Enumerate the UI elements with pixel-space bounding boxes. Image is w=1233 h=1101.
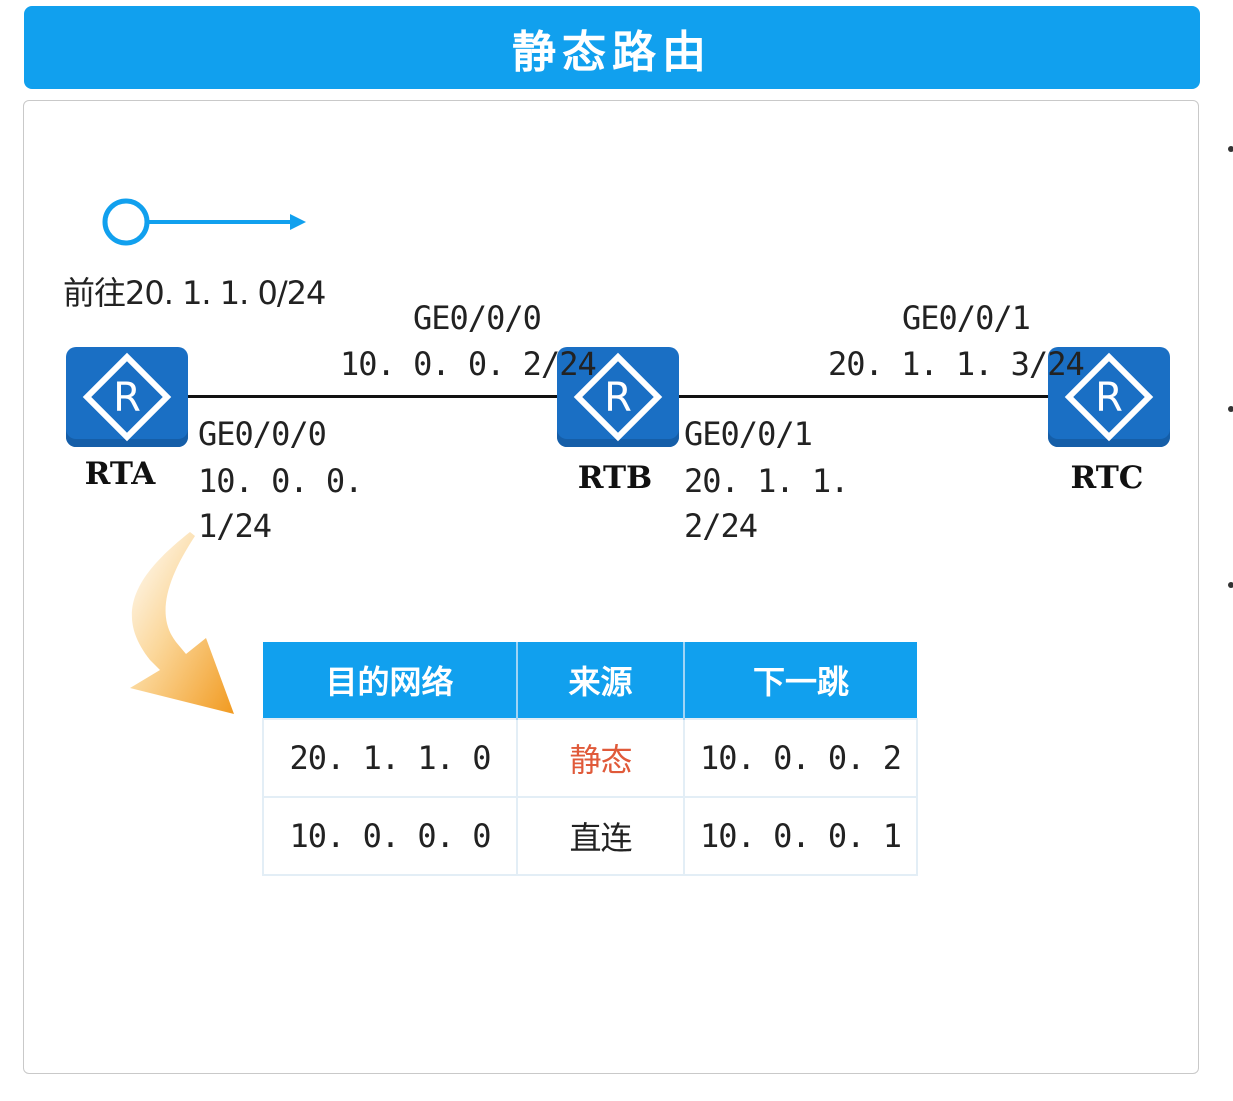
route-direction-icon	[102, 198, 306, 246]
router-name-rtc: RTC	[1070, 460, 1144, 496]
bullet-dot	[1228, 582, 1233, 588]
router-rtb[interactable]: R	[557, 347, 679, 447]
rtb-right-port-label: GE0/0/1	[684, 415, 813, 453]
rtb-left-ip-label: 10. 0. 0. 2/24	[340, 345, 597, 383]
rtb-right-ip-label: 20. 1. 1. 2/24	[684, 462, 849, 545]
header-destination: 目的网络	[263, 642, 518, 719]
link-rtb-rtc	[678, 395, 1050, 398]
router-icon: R	[82, 352, 172, 442]
diagram-panel	[23, 100, 1199, 1074]
cell-source: 直连	[516, 796, 685, 876]
bullet-dot	[1228, 406, 1233, 412]
router-name-rta: RTA	[84, 456, 156, 492]
header-source: 来源	[517, 642, 685, 719]
table-row: 10. 0. 0. 0 直连 10. 0. 0. 1	[262, 796, 918, 876]
cell-next-hop: 10. 0. 0. 2	[683, 718, 918, 798]
rta-ip-label: 10. 0. 0. 1/24	[198, 462, 363, 545]
router-icon: R	[1064, 352, 1154, 442]
rtb-left-port-label: GE0/0/0	[413, 299, 542, 337]
rtc-ip-label: 20. 1. 1. 3/24	[828, 345, 1085, 383]
table-row: 20. 1. 1. 0 静态 10. 0. 0. 2	[262, 718, 918, 798]
router-rta[interactable]: R	[66, 347, 188, 447]
router-rtc[interactable]: R	[1048, 347, 1170, 447]
link-rta-rtb	[188, 395, 560, 398]
router-icon: R	[573, 352, 663, 442]
curved-arrow-icon	[130, 532, 234, 714]
cell-source: 静态	[516, 718, 685, 798]
page-title: 静态路由	[512, 26, 712, 78]
legend-text: 前往20. 1. 1. 0/24	[63, 274, 326, 312]
table-header-row: 目的网络 来源 下一跳	[263, 642, 917, 719]
cell-next-hop: 10. 0. 0. 1	[683, 796, 918, 876]
header-next-hop: 下一跳	[684, 642, 917, 719]
svg-text:R: R	[604, 375, 632, 421]
router-name-rtb: RTB	[577, 460, 653, 496]
rtc-port-label: GE0/0/1	[902, 299, 1031, 337]
routing-table: 目的网络 来源 下一跳 20. 1. 1. 0 静态 10. 0. 0. 2 1…	[262, 642, 918, 876]
cell-destination: 10. 0. 0. 0	[262, 796, 518, 876]
bullet-dot	[1228, 146, 1233, 152]
cell-destination: 20. 1. 1. 0	[262, 718, 518, 798]
rta-port-label: GE0/0/0	[198, 415, 327, 453]
title-banner: 静态路由	[24, 6, 1200, 89]
svg-text:R: R	[1095, 375, 1123, 421]
svg-text:R: R	[113, 375, 141, 421]
